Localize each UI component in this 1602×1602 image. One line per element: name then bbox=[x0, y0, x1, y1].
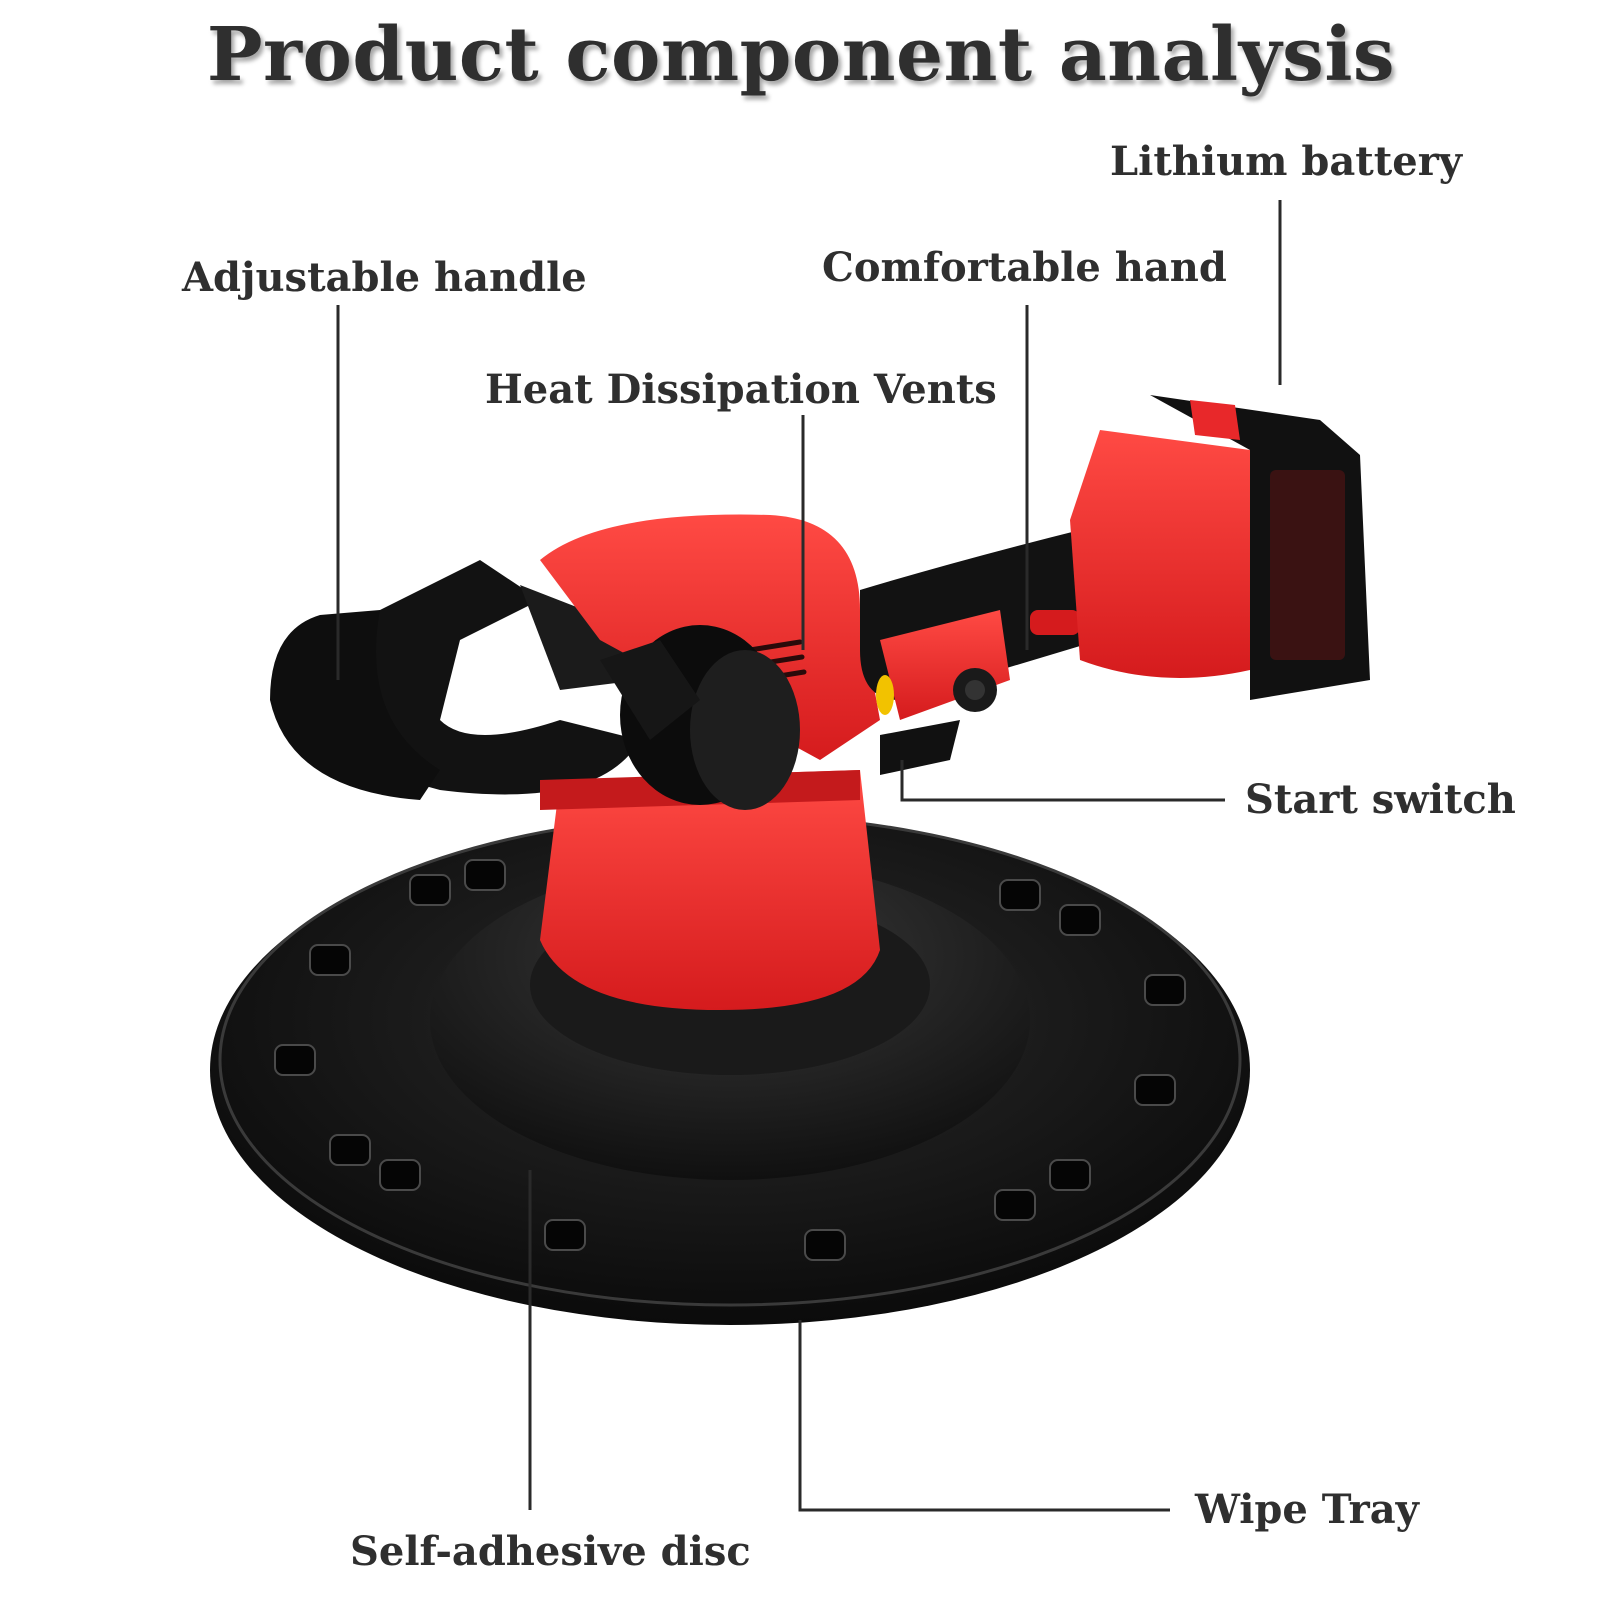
label-start-switch: Start switch bbox=[1245, 776, 1516, 823]
label-self-adhesive-disc: Self-adhesive disc bbox=[350, 1528, 751, 1575]
leader-start-switch bbox=[900, 760, 1225, 802]
side-knob bbox=[600, 625, 800, 810]
start-switch bbox=[880, 720, 960, 775]
adjustable-handle bbox=[270, 560, 640, 800]
label-adjustable-handle: Adjustable handle bbox=[182, 254, 587, 301]
rubber-pads bbox=[274, 859, 1186, 1261]
page-title: Product component analysis bbox=[206, 12, 1396, 98]
lithium-battery bbox=[1070, 395, 1370, 700]
label-heat-vents: Heat Dissipation Vents bbox=[485, 366, 997, 413]
label-lithium-battery: Lithium battery bbox=[1110, 138, 1463, 185]
label-comfortable-hand: Comfortable hand bbox=[822, 244, 1227, 291]
leader-wipe-tray bbox=[798, 1320, 1170, 1512]
leader-lines bbox=[336, 200, 1282, 1512]
label-wipe-tray: Wipe Tray bbox=[1195, 1486, 1419, 1533]
